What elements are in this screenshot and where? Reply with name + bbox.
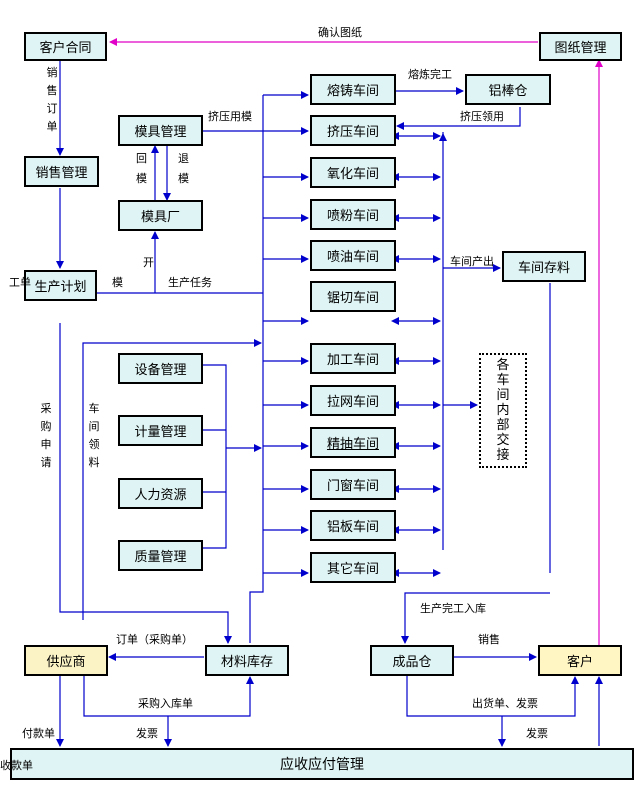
- edge-pick-to-bus: [82, 339, 262, 620]
- edge-purchase-request: [59, 323, 232, 644]
- node-al-rod-store[interactable]: 铝棒仓: [465, 74, 551, 105]
- label-smelt-done: 熔炼完工: [408, 68, 452, 81]
- label-invoice-2: 发票: [526, 727, 548, 740]
- label-receipt-slip: 收款单: [0, 759, 33, 772]
- node-machining[interactable]: 加工车间: [310, 343, 396, 374]
- edge-delivery-to-customer: [406, 675, 579, 717]
- edge-ws-pick: [249, 550, 264, 643]
- edge-purchase-in: [83, 675, 254, 717]
- node-door-window[interactable]: 门窗车间: [310, 469, 396, 500]
- node-metering[interactable]: 计量管理: [118, 415, 203, 446]
- label-production-task: 生产任务: [168, 276, 212, 289]
- label-finish-in: 生产完工入库: [420, 602, 486, 615]
- label-ws-pick: 车间领料: [88, 402, 100, 469]
- label-purchase-in: 采购入库单: [138, 697, 193, 710]
- label-extrusion-pick: 挤压领用: [460, 110, 504, 123]
- node-ar-ap[interactable]: 应收应付管理: [10, 748, 634, 780]
- label-confirm-drawing: 确认图纸: [318, 26, 362, 39]
- label-ws-output: 车间产出: [450, 255, 494, 268]
- label-po: 订单（采购单）: [116, 633, 193, 646]
- node-customer[interactable]: 客户: [538, 645, 622, 676]
- node-saw[interactable]: 锯切车间: [310, 281, 396, 312]
- label-sales-order: 销售订单: [46, 66, 58, 133]
- node-equipment[interactable]: 设备管理: [118, 353, 203, 384]
- node-handover[interactable]: 各车间内部交接: [479, 353, 527, 468]
- node-quality[interactable]: 质量管理: [118, 540, 203, 571]
- label-mold: 模: [112, 276, 123, 289]
- label-open: 开: [143, 256, 154, 269]
- node-al-plate[interactable]: 铝板车间: [310, 510, 396, 541]
- node-extrusion[interactable]: 挤压车间: [310, 115, 396, 146]
- edge-finish-to-store: [401, 592, 550, 644]
- node-workshop-stock[interactable]: 车间存料: [502, 251, 586, 282]
- node-other-ws[interactable]: 其它车间: [310, 552, 396, 583]
- node-hr[interactable]: 人力资源: [118, 478, 203, 509]
- label-return-mold-4: 模: [178, 172, 189, 185]
- node-casting[interactable]: 熔铸车间: [310, 74, 396, 105]
- label-delivery-invoice: 出货单、发票: [472, 697, 538, 710]
- label-purchase-request: 采购申请: [40, 402, 52, 469]
- label-extrusion-mold: 挤压用模: [208, 110, 252, 123]
- label-sales: 销售: [478, 633, 500, 646]
- edge-rod-to-extrusion: [396, 107, 521, 130]
- node-mold-mgmt[interactable]: 模具管理: [118, 115, 203, 146]
- node-oxidation[interactable]: 氧化车间: [310, 157, 396, 188]
- label-return-mold-1: 回: [136, 152, 147, 165]
- label-work: 工单: [9, 276, 31, 289]
- node-material-store[interactable]: 材料库存: [205, 645, 289, 676]
- node-production-plan[interactable]: 生产计划: [24, 270, 97, 301]
- label-return-mold-3: 退: [178, 152, 189, 165]
- node-paint[interactable]: 喷油车间: [310, 240, 396, 271]
- node-supplier[interactable]: 供应商: [24, 645, 108, 676]
- label-invoice-1: 发票: [136, 727, 158, 740]
- node-powder[interactable]: 喷粉车间: [310, 199, 396, 230]
- label-payment-slip: 付款单: [22, 727, 55, 740]
- node-fine-draw[interactable]: 精抽车间: [310, 427, 396, 458]
- node-mold-factory[interactable]: 模具厂: [118, 200, 203, 231]
- node-customer-contract[interactable]: 客户合同: [24, 32, 107, 61]
- node-drawing-mgmt[interactable]: 图纸管理: [539, 32, 622, 61]
- node-sales-mgmt[interactable]: 销售管理: [24, 156, 99, 187]
- node-finished-store[interactable]: 成品仓: [370, 645, 454, 676]
- node-wire-drawing[interactable]: 拉网车间: [310, 385, 396, 416]
- label-return-mold-2: 模: [136, 172, 147, 185]
- handover-text: 各车间内部交接: [496, 358, 510, 463]
